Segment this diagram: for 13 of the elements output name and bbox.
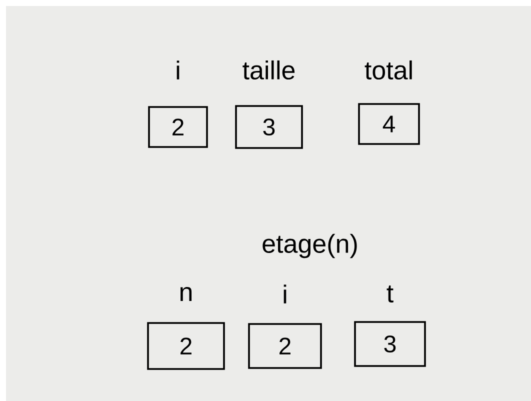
variable-name: taille — [242, 60, 295, 80]
variable-box: 3 — [354, 321, 426, 367]
variable-name: total — [364, 60, 412, 80]
variable-box: 2 — [248, 323, 322, 369]
variable-box: 3 — [235, 105, 303, 149]
variable-box: 4 — [358, 103, 420, 145]
variable-name: n — [180, 287, 192, 301]
variable-name: i — [176, 60, 180, 80]
variable-box: 2 — [147, 322, 225, 370]
variable-name: i — [284, 284, 286, 304]
variable-box: 2 — [148, 106, 208, 148]
function-name: etage(n) — [262, 234, 357, 258]
variable-name: t — [386, 285, 394, 302]
